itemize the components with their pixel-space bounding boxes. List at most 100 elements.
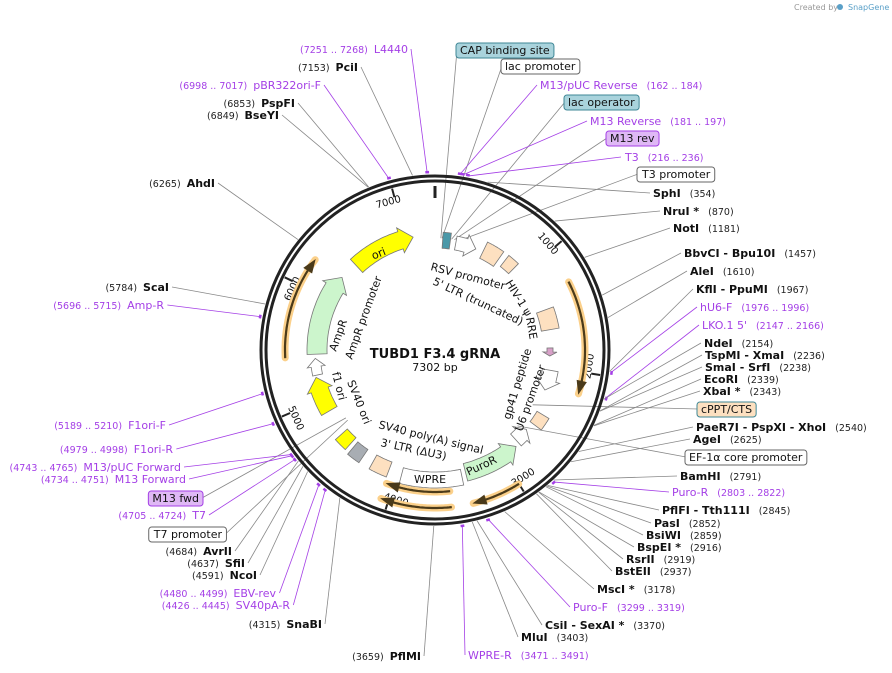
site-label[interactable]: KflI - PpuMI(1967): [696, 283, 808, 296]
label-nrui[interactable]: NruI *(870): [663, 205, 734, 218]
site-label[interactable]: BsiWI(2859): [646, 529, 722, 542]
label-lko-1-5[interactable]: LKO.1 5'(2147 .. 2166): [702, 319, 824, 332]
sv40-ori-feature[interactable]: [334, 428, 357, 451]
primer-label[interactable]: (4480 .. 4499)EBV-rev: [160, 587, 277, 600]
label-sfii[interactable]: (4637)SfiI: [187, 557, 245, 570]
feature-label[interactable]: WPRE: [414, 473, 446, 486]
label-cap-binding-site[interactable]: CAP binding site: [455, 42, 555, 59]
orf-arrow[interactable]: [385, 482, 451, 494]
ampr-promoter-feature[interactable]: [306, 357, 327, 377]
box-label[interactable]: CAP binding site: [460, 44, 550, 57]
orf-arrow[interactable]: [567, 281, 587, 395]
site-label[interactable]: (5784)ScaI: [105, 281, 169, 294]
label-pcii[interactable]: (7153)PciI: [298, 61, 358, 74]
label-bsteii[interactable]: BstEII(2937): [615, 565, 691, 578]
orf-arrow[interactable]: [283, 258, 316, 359]
site-label[interactable]: NotI(1181): [673, 222, 740, 235]
label-f1ori-f[interactable]: (5189 .. 5210)F1ori-F: [54, 419, 166, 432]
primer-label[interactable]: (5696 .. 5715)Amp-R: [53, 299, 164, 312]
rsv-promoter-feature[interactable]: [454, 233, 477, 257]
site-label[interactable]: PaeR7I - PspXI - XhoI(2540): [696, 421, 867, 434]
ltr5-feature[interactable]: [441, 231, 452, 250]
label-m13-fwd[interactable]: M13 fwd: [147, 490, 204, 507]
label-ebv-rev[interactable]: (4480 .. 4499)EBV-rev: [160, 587, 277, 600]
label-hu6-f[interactable]: hU6-F(1976 .. 1996): [700, 301, 809, 314]
site-label[interactable]: PflFI - Tth111I(2845): [662, 504, 790, 517]
label-m13-puc-reverse[interactable]: M13/pUC Reverse(162 .. 184): [540, 79, 702, 92]
primer-label[interactable]: T3(216 .. 236): [624, 151, 703, 164]
primer-label[interactable]: (6998 .. 7017)pBR322ori-F: [179, 79, 321, 92]
site-label[interactable]: (6265)AhdI: [149, 177, 215, 190]
site-label[interactable]: (7153)PciI: [298, 61, 358, 74]
label-sphi[interactable]: SphI(354): [653, 187, 715, 200]
site-label[interactable]: MscI *(3178): [597, 583, 675, 596]
label-m13-rev[interactable]: M13 rev: [605, 130, 660, 147]
label-ndei[interactable]: NdeI(2154): [704, 337, 773, 350]
orf-arrow[interactable]: [472, 482, 520, 505]
f1-ori-feature[interactable]: [306, 376, 338, 417]
site-label[interactable]: NruI *(870): [663, 205, 734, 218]
box-label[interactable]: M13 rev: [610, 132, 655, 145]
box-label[interactable]: EF-1α core promoter: [689, 451, 803, 464]
label-f1ori-r[interactable]: (4979 .. 4998)F1ori-R: [60, 443, 173, 456]
label-t3-promoter[interactable]: T3 promoter: [636, 166, 716, 183]
label-pasi[interactable]: PasI(2852): [654, 517, 720, 530]
label-m13-puc-forward[interactable]: (4743 .. 4765)M13/pUC Forward: [9, 461, 181, 474]
label-paer7i-pspxi-xhoi[interactable]: PaeR7I - PspXI - XhoI(2540): [696, 421, 867, 434]
site-label[interactable]: (3659)PflMI: [352, 650, 421, 663]
label-kfli-ppumi[interactable]: KflI - PpuMI(1967): [696, 283, 808, 296]
box-label[interactable]: T7 promoter: [153, 528, 223, 541]
site-label[interactable]: XbaI *(2343): [703, 385, 781, 398]
label-t7-promoter[interactable]: T7 promoter: [148, 526, 227, 543]
box-label[interactable]: lac promoter: [505, 60, 576, 73]
site-label[interactable]: (6849)BseYI: [207, 109, 279, 122]
site-label[interactable]: SphI(354): [653, 187, 715, 200]
label-pbr322ori-f[interactable]: (6998 .. 7017)pBR322ori-F: [179, 79, 321, 92]
site-label[interactable]: BbvCI - Bpu10I(1457): [684, 247, 816, 260]
label-puro-f[interactable]: Puro-F(3299 .. 3319): [573, 601, 685, 614]
primer-label[interactable]: M13 Reverse(181 .. 197): [590, 115, 726, 128]
label-m13-reverse[interactable]: M13 Reverse(181 .. 197): [590, 115, 726, 128]
label-smai-srfi[interactable]: SmaI - SrfI(2238): [705, 361, 811, 374]
label-ef-1-core-promoter[interactable]: EF-1α core promoter: [684, 449, 808, 466]
site-label[interactable]: BamHI(2791): [680, 470, 761, 483]
u6-promoter-feature[interactable]: [510, 425, 531, 447]
wpre-feature[interactable]: [398, 467, 465, 489]
label-t7[interactable]: (4705 .. 4724)T7: [118, 509, 206, 522]
ori-feature[interactable]: [349, 227, 414, 274]
primer-label[interactable]: Puro-R(2803 .. 2822): [672, 486, 785, 499]
site-label[interactable]: CsiI - SexAI *(3370): [545, 619, 665, 632]
primer-label[interactable]: Puro-F(3299 .. 3319): [573, 601, 685, 614]
label-ahdi[interactable]: (6265)AhdI: [149, 177, 215, 190]
label-wpre-r[interactable]: WPRE-R(3471 .. 3491): [468, 649, 589, 662]
orf-arrow[interactable]: [380, 497, 452, 510]
primer-label[interactable]: (4426 .. 4445)SV40pA-R: [162, 599, 291, 612]
box-label[interactable]: T3 promoter: [641, 168, 711, 181]
label-lac-promoter[interactable]: lac promoter: [500, 58, 581, 75]
hiv-psi-feature-2[interactable]: [499, 254, 519, 275]
box-label[interactable]: lac operator: [568, 96, 635, 109]
feature-label[interactable]: RRE: [523, 316, 540, 340]
hiv-psi-feature-1[interactable]: [479, 241, 505, 267]
ampr-feature[interactable]: [306, 276, 348, 355]
puror-feature[interactable]: [462, 443, 517, 482]
site-label[interactable]: EcoRI(2339): [704, 373, 779, 386]
site-label[interactable]: (4591)NcoI: [192, 569, 257, 582]
site-label[interactable]: AleI(1610): [690, 265, 754, 278]
site-label[interactable]: NdeI(2154): [704, 337, 773, 350]
primer-label[interactable]: (4734 .. 4751)M13 Forward: [41, 473, 186, 486]
label-pspfi[interactable]: (6853)PspFI: [224, 97, 296, 110]
primer-label[interactable]: (4705 .. 4724)T7: [118, 509, 206, 522]
primer-label[interactable]: WPRE-R(3471 .. 3491): [468, 649, 589, 662]
primer-label[interactable]: (4979 .. 4998)F1ori-R: [60, 443, 173, 456]
label-sv40pa-r[interactable]: (4426 .. 4445)SV40pA-R: [162, 599, 291, 612]
site-label[interactable]: BspEI *(2916): [637, 541, 722, 554]
cppt-arrow-feature[interactable]: [535, 368, 561, 391]
site-label[interactable]: (6853)PspFI: [224, 97, 296, 110]
site-label[interactable]: BstEII(2937): [615, 565, 691, 578]
primer-label[interactable]: (4743 .. 4765)M13/pUC Forward: [9, 461, 181, 474]
site-label[interactable]: AgeI(2625): [693, 433, 762, 446]
site-label[interactable]: SmaI - SrfI(2238): [705, 361, 811, 374]
gp41-feature[interactable]: [529, 410, 550, 431]
label-amp-r[interactable]: (5696 .. 5715)Amp-R: [53, 299, 164, 312]
